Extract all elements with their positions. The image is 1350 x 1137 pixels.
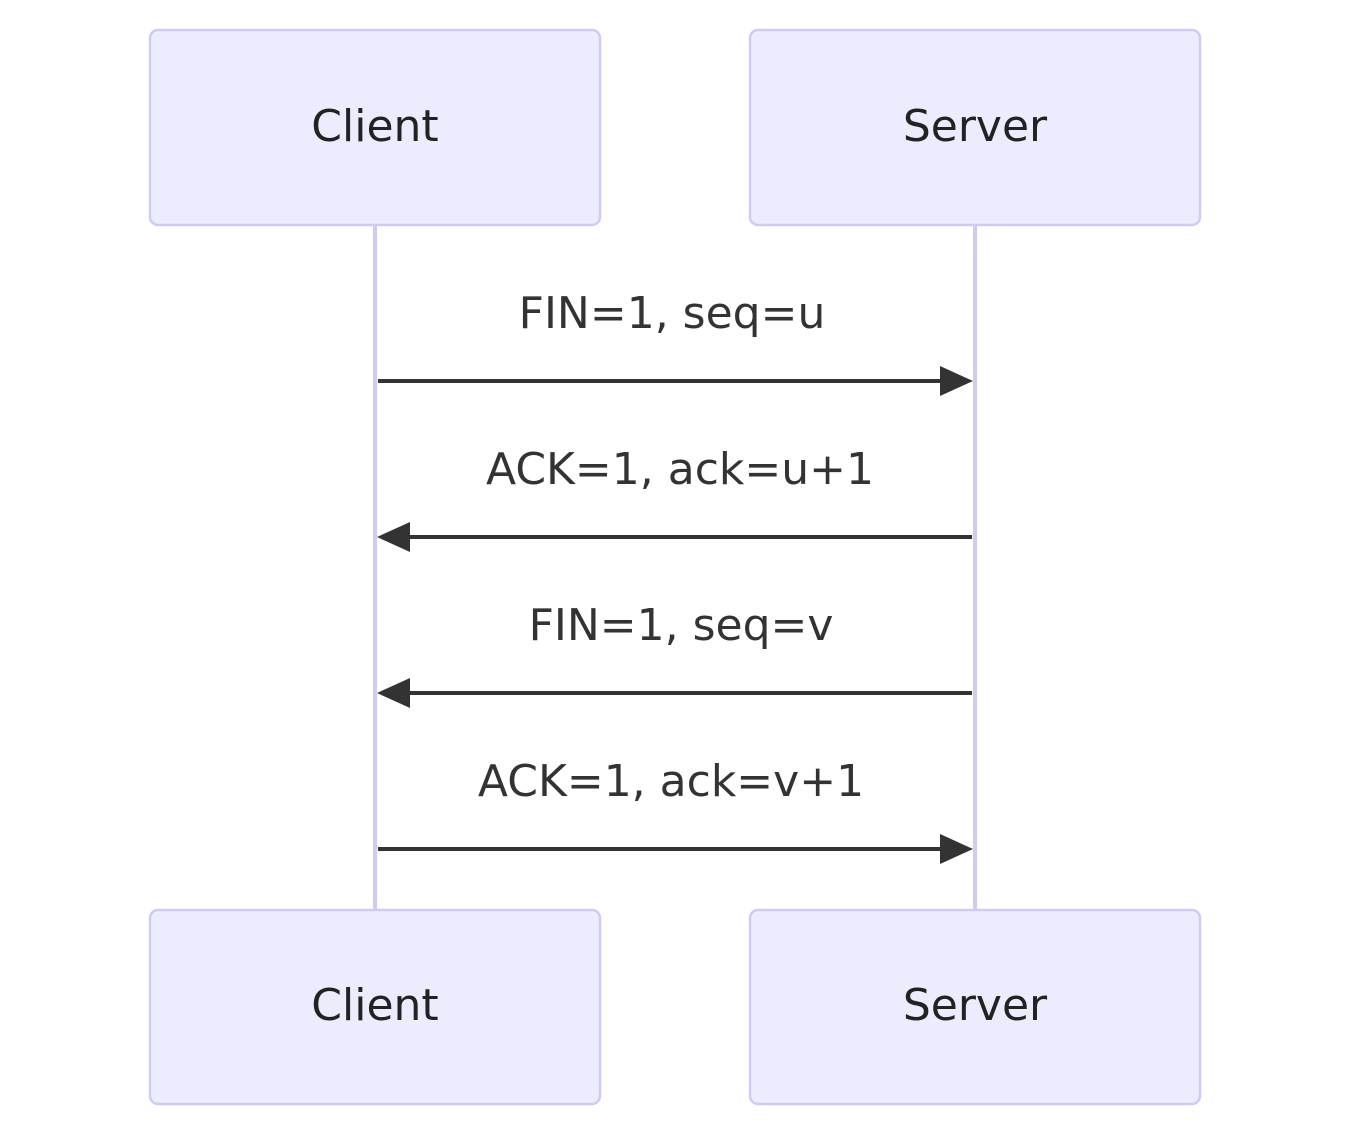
actor-client-top-label: Client [311, 101, 438, 152]
message-1-label: FIN=1, seq=u [519, 288, 826, 339]
actor-server-bottom: Server [748, 908, 1202, 1106]
message-3: FIN=1, seq=v [377, 600, 972, 708]
actor-client-bottom: Client [148, 908, 602, 1106]
message-3-arrowhead [377, 678, 410, 708]
actor-client-bottom-label: Client [311, 980, 438, 1031]
message-2: ACK=1, ack=u+1 [377, 444, 972, 552]
message-3-label: FIN=1, seq=v [529, 600, 834, 651]
message-4-label: ACK=1, ack=v+1 [478, 756, 864, 807]
actor-server-top-label: Server [903, 101, 1048, 152]
actor-server-bottom-label: Server [903, 980, 1048, 1031]
message-4: ACK=1, ack=v+1 [378, 756, 973, 864]
message-1-arrowhead [940, 366, 973, 396]
message-2-arrowhead [377, 522, 410, 552]
actor-client-top: Client [148, 28, 602, 227]
message-1: FIN=1, seq=u [378, 288, 973, 396]
message-4-arrowhead [940, 834, 973, 864]
actor-server-top: Server [748, 28, 1202, 227]
message-2-label: ACK=1, ack=u+1 [486, 444, 874, 495]
